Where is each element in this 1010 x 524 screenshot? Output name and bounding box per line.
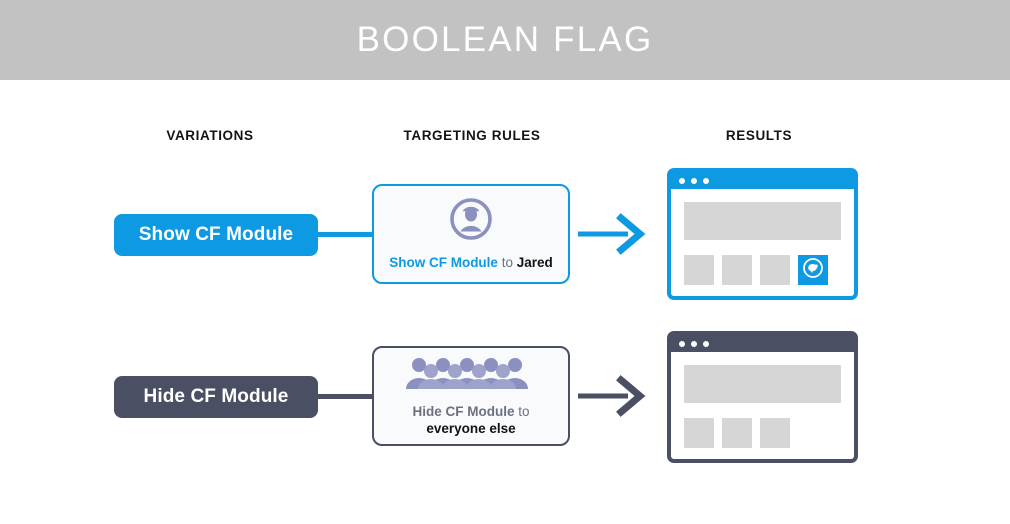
variation-pill-label: Show CF Module [138,224,294,245]
window-titlebar [671,172,854,189]
rule-preposition-label: to [518,403,530,419]
variation-to-rule-connector [316,394,376,399]
window-dot-icon [679,177,685,184]
page-title: BOOLEAN FLAG [356,20,654,59]
window-dot-icon [679,340,685,347]
single-user-icon [449,197,493,246]
window-titlebar [671,335,854,352]
page-banner: BOOLEAN FLAG [0,0,1010,80]
window-dot-icon [691,177,697,184]
content-tile-row [684,418,841,448]
rule-action-label: Hide CF Module [412,403,515,419]
result-window-hide [667,331,858,463]
content-placeholder-block [684,202,841,240]
content-placeholder-block [684,365,841,403]
content-tile [684,255,714,285]
targeting-rule-text: Show CF Module to Jared [389,254,553,271]
column-header-targeting-rules: TARGETING RULES [403,128,541,143]
content-tile-row [684,255,841,285]
window-content [671,189,854,296]
cf-module-icon [802,257,824,284]
content-tile [684,418,714,448]
window-dot-icon [703,340,709,347]
variation-pill-label: Hide CF Module [143,386,289,407]
result-window-show [667,168,858,300]
content-tile [760,418,790,448]
variation-pill-hide[interactable]: Hide CF Module [114,376,318,418]
targeting-rule-card-show[interactable]: Show CF Module to Jared [372,184,570,284]
rule-preposition-label: to [501,255,513,270]
window-content [671,352,854,459]
flow-arrow-blue [578,212,648,256]
content-tile [760,255,790,285]
flow-arrow-slate [578,374,648,418]
variation-pill-show[interactable]: Show CF Module [114,214,318,256]
rule-action-label: Show CF Module [389,255,498,270]
column-header-variations: VARIATIONS [166,128,254,143]
flag-rule-row: Hide CF Module [0,326,1010,466]
targeting-rule-card-hide[interactable]: Hide CF Module to everyone else [372,346,570,446]
rule-target-label: Jared [516,255,553,270]
window-dot-icon [703,177,709,184]
rule-target-label: everyone else [426,420,516,436]
content-tile [722,418,752,448]
crowd-of-people-icon [403,356,539,395]
cf-module-tile [798,255,828,285]
targeting-rule-text: Hide CF Module to everyone else [412,403,529,437]
content-tile [722,255,752,285]
variation-to-rule-connector [316,232,376,237]
flag-rule-row: Show CF Module Show CF Module to Jared [0,162,1010,302]
window-dot-icon [691,340,697,347]
column-header-results: RESULTS [725,128,793,143]
